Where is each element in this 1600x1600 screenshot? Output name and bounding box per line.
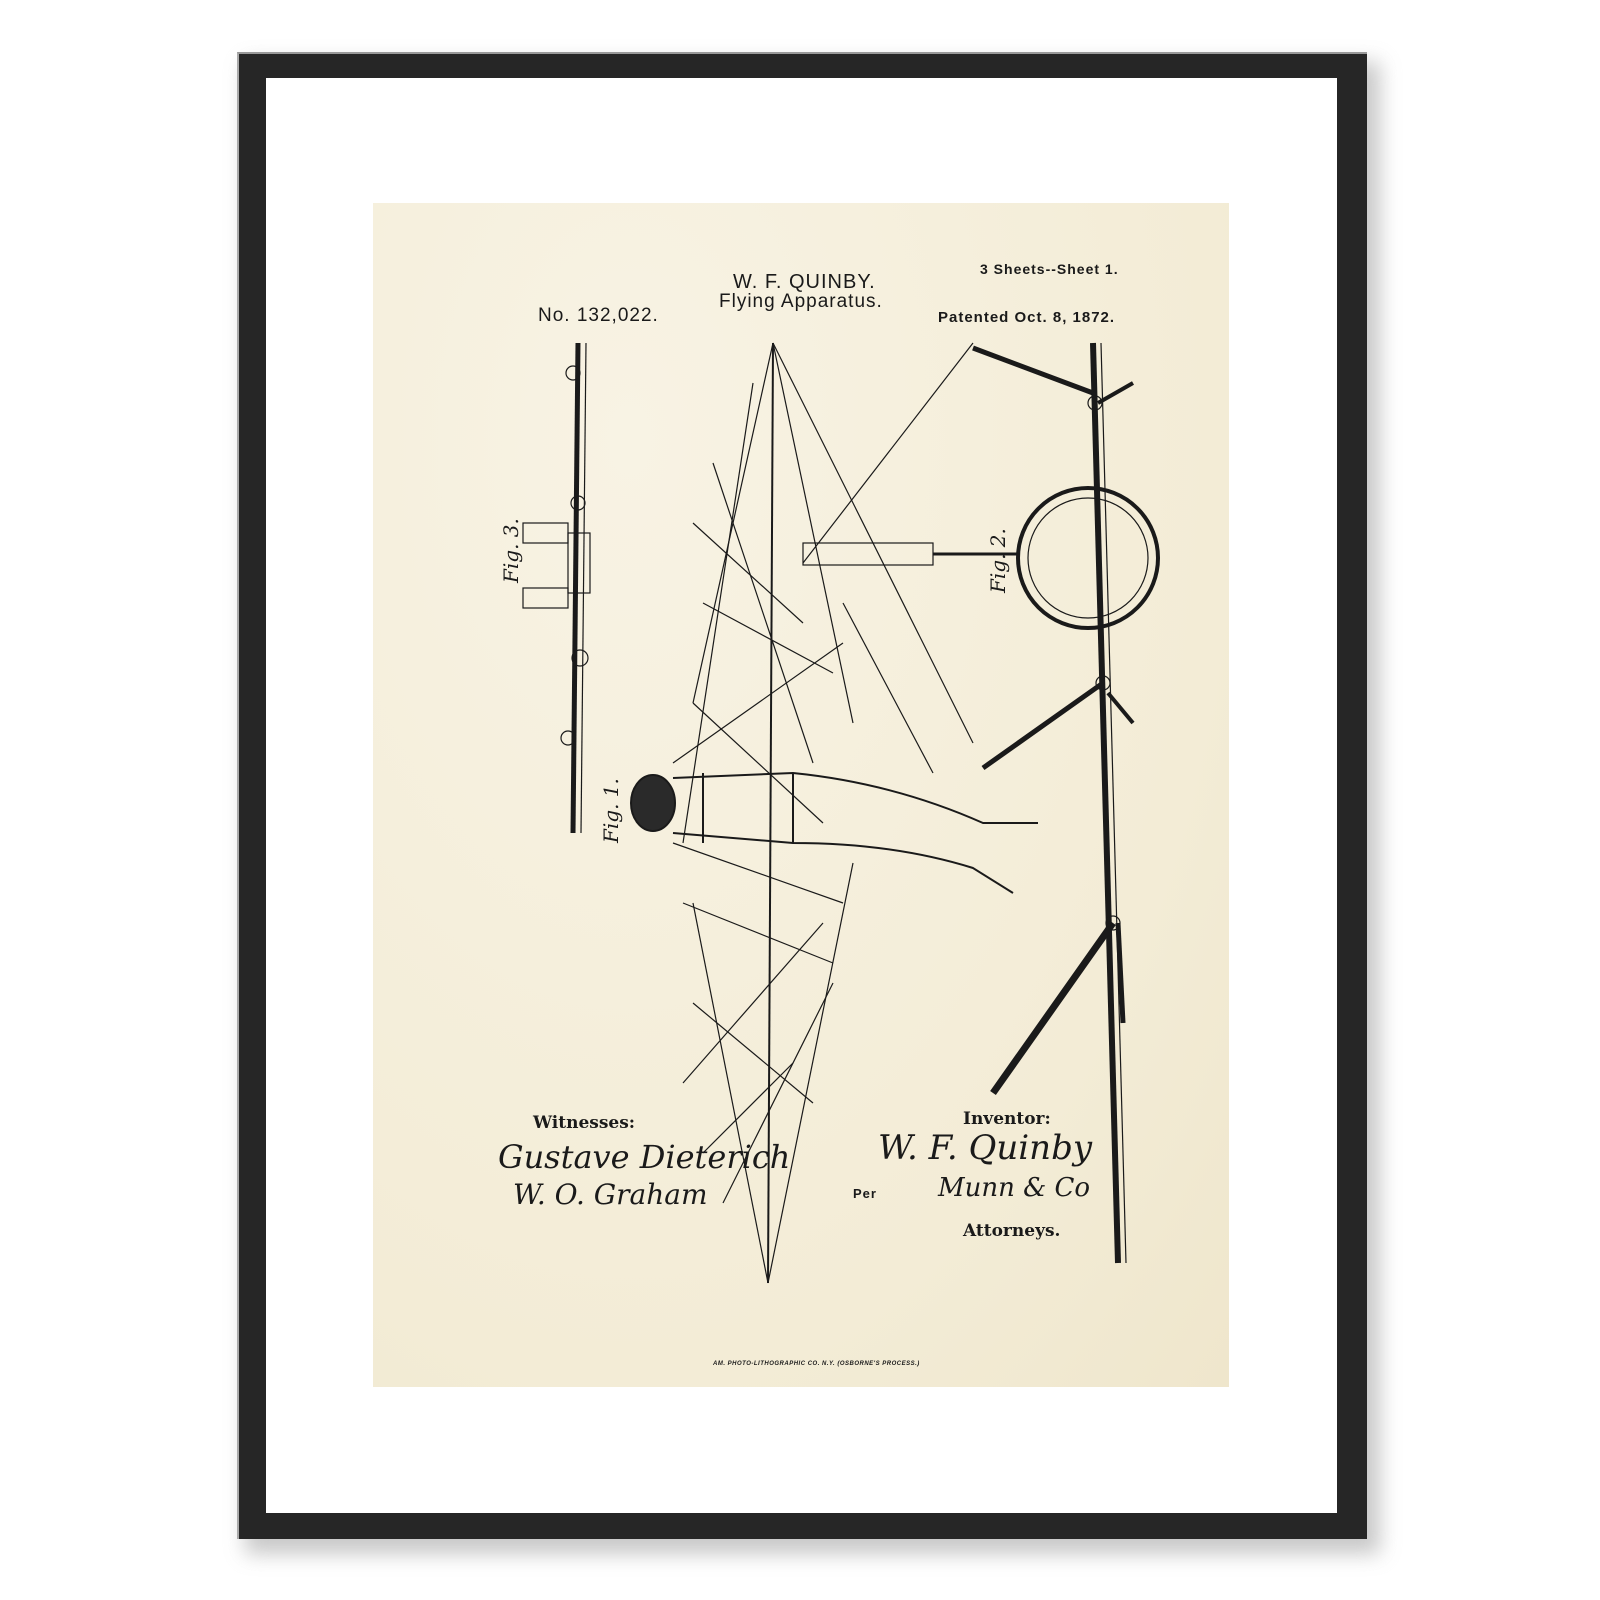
fig1-aviator — [630, 771, 1038, 894]
inventor-name: W. F. QUINBY. — [733, 271, 876, 293]
fig3-rod — [522, 342, 591, 834]
patent-title: Flying Apparatus. — [719, 291, 883, 312]
fig1-label: Fig. 1. — [599, 778, 623, 844]
patent-print: W. F. QUINBY. Flying Apparatus. No. 132,… — [373, 203, 1229, 1387]
fig3-label: Fig. 3. — [499, 518, 523, 584]
witnesses-label: Witnesses: — [533, 1113, 636, 1133]
sheet-count: 3 Sheets--Sheet 1. — [980, 261, 1119, 277]
patent-drawing: Fig. 3. Fig. 1. Fig. 2. — [499, 342, 1160, 1284]
attorney-signature: Munn & Co — [938, 1173, 1091, 1203]
patent-number: No. 132,022. — [538, 305, 659, 326]
lithographer-credit: AM. PHOTO-LITHOGRAPHIC CO. N.Y. (OSBORNE… — [713, 1361, 920, 1367]
attorneys-label: Attorneys. — [963, 1221, 1061, 1241]
fig2-mechanism — [802, 342, 1160, 1264]
witness-signature-2: W. O. Graham — [513, 1178, 708, 1211]
fig2-label: Fig. 2. — [986, 528, 1010, 594]
per-label: Per — [853, 1186, 877, 1201]
inventor-label: Inventor: — [963, 1109, 1051, 1129]
inventor-signature: W. F. Quinby — [878, 1128, 1093, 1168]
witness-signature-1: Gustave Dieterich — [498, 1138, 791, 1176]
patent-date: Patented Oct. 8, 1872. — [938, 309, 1116, 326]
